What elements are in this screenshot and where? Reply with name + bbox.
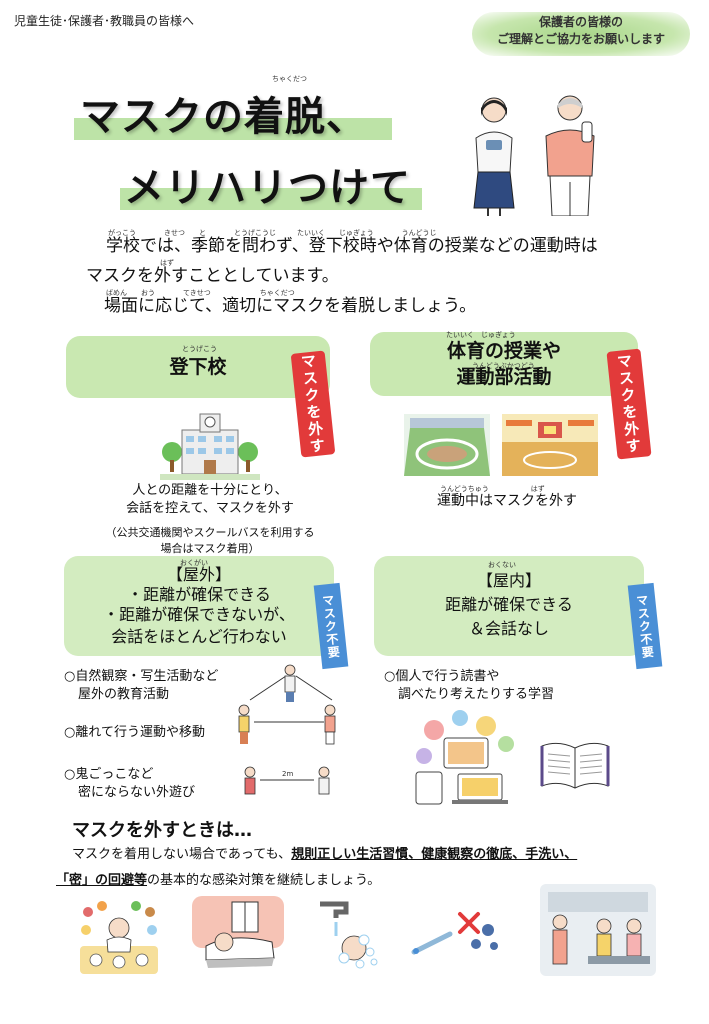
indoor-title: 【屋内】 bbox=[476, 571, 541, 590]
outdoor-item-1: ○自然観察・写生活動など bbox=[64, 669, 219, 684]
outdoor-condition-3: 会話をほとんど行わない bbox=[111, 627, 287, 646]
pe-title-1: 体育の授業や bbox=[446, 340, 561, 362]
title-line-1: マスクの着脱、 bbox=[80, 94, 367, 140]
commute-caption-1: 人との距離を十分にとり、 bbox=[132, 483, 288, 498]
outdoor-item-1b: 屋外の教育活動 bbox=[78, 687, 170, 702]
intro-line-1: 学校では、季節を問わず、登下校時や体育の授業などの運動時は bbox=[106, 236, 598, 256]
removal-body-end: の基本的な感染対策を継続しましょう。 bbox=[147, 873, 381, 888]
school-building-illustration bbox=[160, 404, 260, 480]
badge-line-2: ご理解とご協力をお願いします bbox=[496, 32, 665, 46]
indoor-no-mask-tag: マスク不要 bbox=[627, 582, 663, 670]
removal-body-start: マスクを着用しない場合であっても、 bbox=[72, 847, 292, 862]
removal-body-bold-2: 「密」の回避等 bbox=[56, 873, 148, 888]
indoor-item-1b: 調べたり考えたりする学習 bbox=[398, 687, 555, 702]
commute-ruby: とうげこう bbox=[182, 345, 217, 353]
commute-title: 登下校 bbox=[169, 356, 227, 378]
commute-caption-2: 会話を控えて、マスクを外す bbox=[126, 501, 294, 516]
outdoor-condition-2: ・距離が確保できないが、 bbox=[103, 605, 295, 624]
balanced-meal-illustration bbox=[74, 900, 164, 976]
thermometer-virus-illustration bbox=[408, 904, 504, 964]
pe-caption-ruby: うんどうちゅう はず bbox=[440, 485, 545, 493]
intro-ruby-2: はず bbox=[160, 259, 174, 267]
removal-body-bold-1: 規則正しい生活習慣、健康観察の徹底、手洗い、 bbox=[291, 847, 578, 862]
pe-remove-mask-tag: マスクを外す bbox=[606, 348, 652, 460]
pe-ruby-2: うんどうぶかつどう bbox=[472, 362, 535, 370]
intro-line-3: 場面に応じて、適切にマスクを着脱しましょう。 bbox=[104, 296, 477, 316]
removal-heading: マスクを外すときは… bbox=[72, 820, 252, 841]
commute-caption-4: 場合はマスク着用） bbox=[160, 542, 260, 555]
pe-ruby: たいいく じゅぎょう bbox=[446, 331, 516, 339]
indoor-item-1: ○個人で行う読書や bbox=[384, 669, 500, 684]
sleeping-illustration bbox=[192, 896, 284, 976]
devices-illustration bbox=[410, 708, 520, 808]
outdoor-condition-1: ・距離が確保できる bbox=[127, 585, 271, 604]
title-line-2: メリハリつけて bbox=[124, 165, 411, 211]
outdoor-item-3: ○鬼ごっこなど bbox=[64, 767, 154, 782]
gymnasium-illustration bbox=[502, 414, 598, 476]
intro-line-2: マスクを外すこととしています。 bbox=[86, 266, 339, 286]
title-ruby: ちゃくだつ bbox=[272, 75, 307, 83]
audience-line: 児童生徒･保護者･教職員の皆様へ bbox=[14, 14, 195, 28]
indoor-condition-2: ＆会話なし bbox=[468, 619, 549, 638]
outdoor-ruby: おくがい bbox=[180, 559, 208, 567]
outdoor-box bbox=[64, 556, 334, 656]
indoor-box bbox=[374, 556, 644, 656]
indoor-ruby: おくない bbox=[488, 561, 516, 569]
pe-title-2: 運動部活動 bbox=[456, 366, 552, 388]
intro-ruby-1: がっこう きせつ と とうげこうじ たいいく じゅぎょう うんどうじ bbox=[108, 229, 437, 237]
outdoor-item-2: ○離れて行う運動や移動 bbox=[64, 725, 205, 740]
pe-box bbox=[370, 332, 638, 396]
parents-request-badge: 保護者の皆様の ご理解とご協力をお願いします bbox=[472, 12, 690, 56]
commute-box bbox=[66, 336, 330, 398]
distancing-illustration: 2m bbox=[224, 660, 354, 810]
badge-line-1: 保護者の皆様の bbox=[538, 15, 623, 29]
commute-caption-3: （公共交通機関やスクールバスを利用する bbox=[105, 526, 315, 539]
handwashing-illustration bbox=[314, 896, 384, 976]
people-illustration bbox=[462, 92, 612, 216]
title-highlight-2 bbox=[120, 188, 422, 210]
outdoor-item-3b: 密にならない外遊び bbox=[78, 785, 196, 800]
removal-body-line-2: 「密」の回避等の基本的な感染対策を継続しましょう。 bbox=[56, 872, 676, 890]
distance-label: 2m bbox=[282, 770, 293, 778]
removal-body-line-1: マスクを着用しない場合であっても、規則正しい生活習慣、健康観察の徹底、手洗い、 bbox=[72, 846, 692, 864]
open-book-illustration bbox=[540, 740, 610, 790]
intro-ruby-3: ばめん おう てきせつ ちゃくだつ bbox=[106, 289, 295, 297]
pe-caption: 運動中はマスクを外す bbox=[437, 493, 577, 509]
title-highlight-1 bbox=[74, 118, 392, 140]
sports-field-illustration bbox=[404, 414, 490, 476]
train-passengers-illustration bbox=[540, 884, 656, 976]
outdoor-title: 【屋外】 bbox=[166, 565, 231, 584]
indoor-condition-1: 距離が確保できる bbox=[445, 595, 573, 614]
outdoor-no-mask-tag: マスク不要 bbox=[313, 582, 349, 670]
